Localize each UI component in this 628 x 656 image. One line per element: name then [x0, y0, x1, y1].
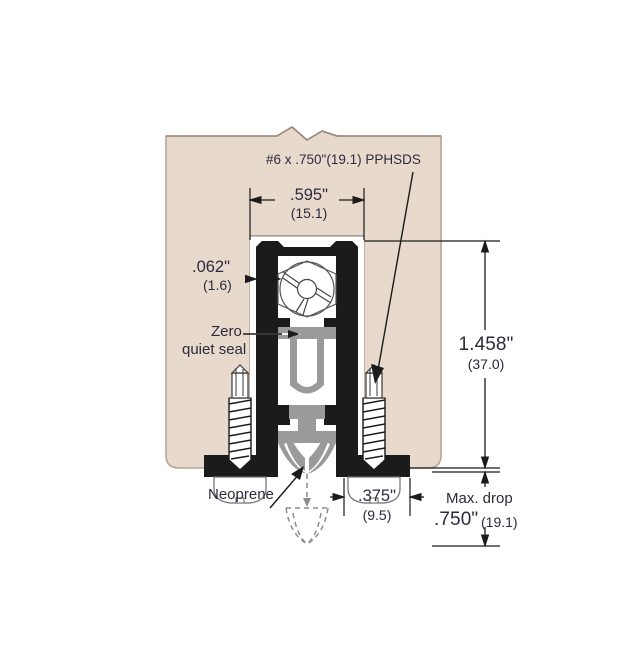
overall-height-mm: (37.0) — [467, 356, 505, 372]
seal-gap-mm: (9.5) — [362, 507, 392, 523]
dimension-seal-gap — [330, 478, 424, 516]
housing-extrusion — [204, 240, 410, 477]
seal-track-ticks-right — [325, 342, 335, 378]
leader-fastener-note — [371, 171, 414, 384]
neoprene-pad-right — [347, 476, 401, 504]
seal-gap-inch: .375" — [358, 487, 396, 505]
wall-thickness-inch: .062" — [192, 258, 230, 276]
housing-top-gap — [251, 237, 363, 241]
quiet-seal-carrier — [278, 327, 336, 394]
max-drop-caption: Max. drop — [446, 490, 513, 507]
leader-quiet-seal — [243, 330, 300, 338]
seal-track-ticks-left — [279, 342, 289, 378]
dimension-overall-height — [364, 239, 500, 470]
mounting-screw-left — [228, 364, 252, 471]
overall-width-mm: (15.1) — [290, 205, 328, 221]
wall-thickness-mm: (1.6) — [203, 277, 232, 293]
dimension-max-drop — [432, 470, 500, 548]
neoprene-label: Neoprene — [208, 486, 274, 503]
ghost-drop-position — [285, 507, 329, 545]
neoprene-pad-left — [213, 476, 267, 504]
mounting-screw-right — [362, 364, 386, 471]
max-drop-inch: .750" — [434, 509, 479, 530]
quiet-seal-label-line2: quiet seal — [182, 341, 247, 358]
quiet-seal-label-line1: Zero — [211, 323, 242, 340]
overall-height-inch: 1.458" — [458, 334, 514, 355]
dimension-wall-thickness — [245, 274, 282, 284]
hex-bolt-head — [277, 260, 337, 318]
fastener-note-label: #6 x .750"(19.1) PPHSDS — [266, 152, 421, 167]
max-drop-mm: (19.1) — [481, 514, 518, 530]
leader-neoprene — [269, 466, 304, 509]
dimension-overall-width — [248, 188, 366, 240]
overall-width-inch: .595" — [290, 186, 328, 204]
drop-direction-arrow — [303, 474, 311, 507]
drop-seal — [278, 405, 336, 474]
